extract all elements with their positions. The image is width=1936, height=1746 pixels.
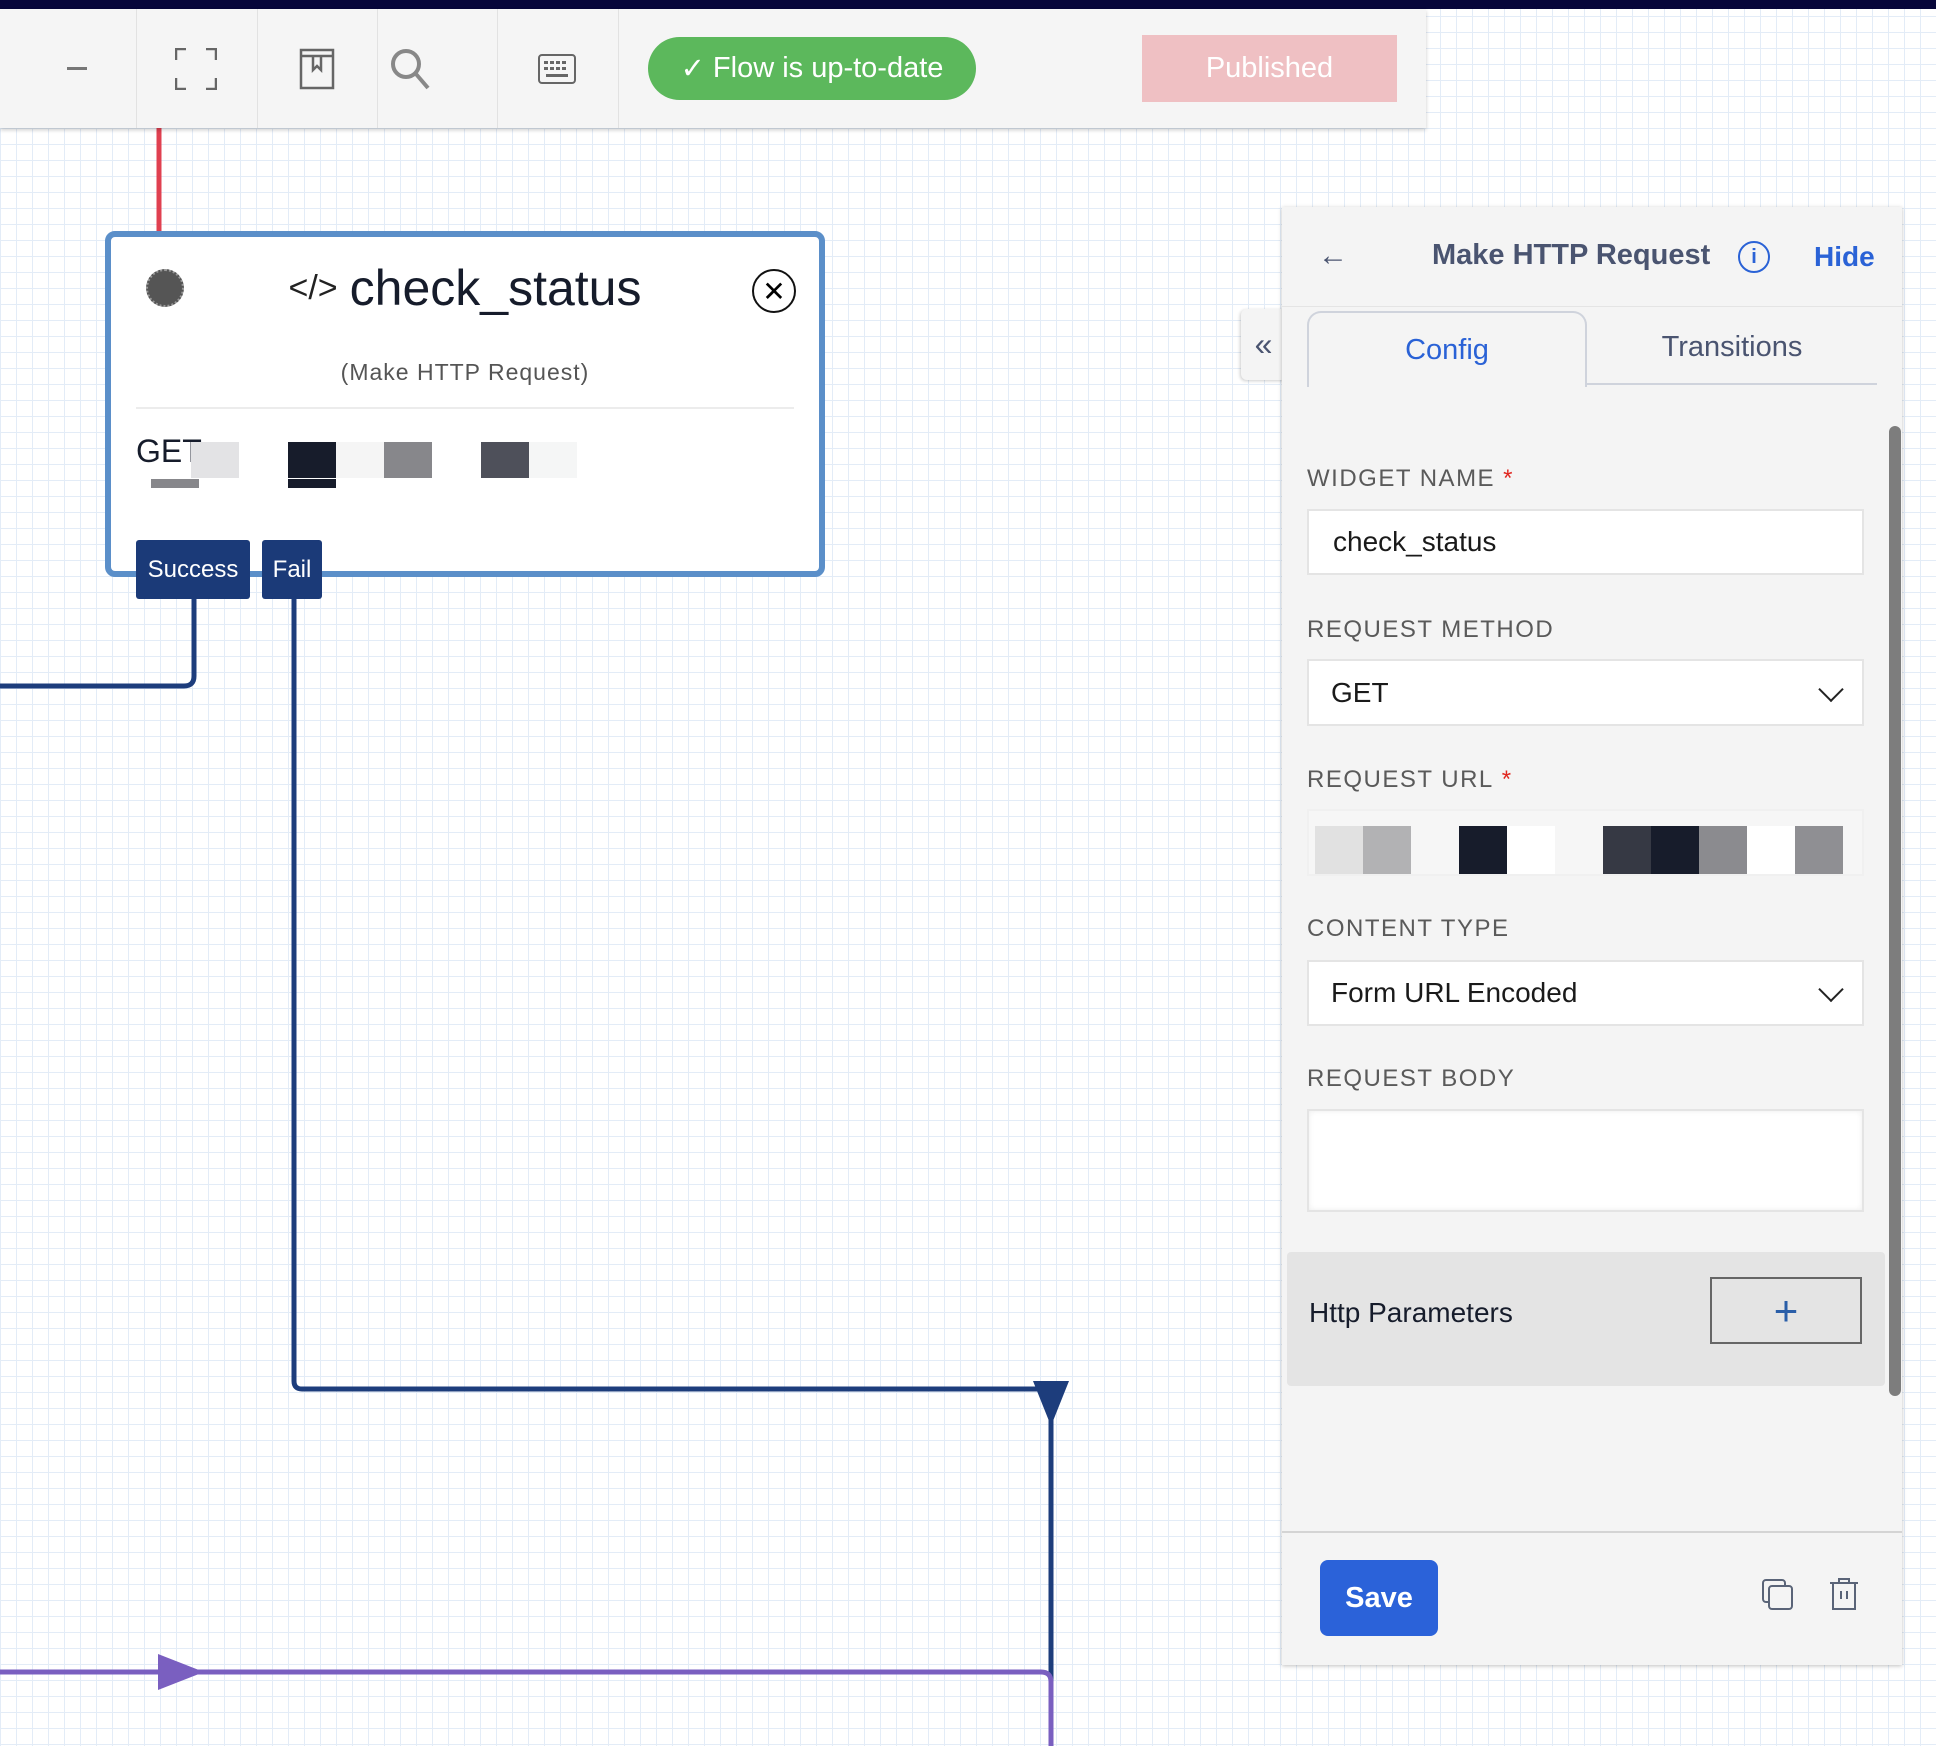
fail-connector (291, 599, 1054, 1746)
request-url-input[interactable] (1307, 809, 1864, 876)
success-connector (0, 599, 197, 689)
keyboard-icon (538, 54, 576, 84)
chevron-down-icon (1818, 976, 1844, 1003)
port-success[interactable]: Success (136, 540, 250, 599)
content-type-label: CONTENT TYPE (1307, 915, 1510, 942)
node-title: check_status (349, 260, 642, 316)
bookmark-button[interactable] (295, 47, 339, 91)
content-type-select[interactable]: Form URL Encoded (1307, 960, 1864, 1026)
keyboard-shortcuts-button[interactable] (535, 47, 579, 91)
node-method: GET (136, 433, 202, 469)
incoming-connector (0, 1669, 1054, 1746)
close-icon[interactable]: ✕ (752, 269, 796, 313)
canvas-toolbar: ✓Flow is up-to-date Published (0, 9, 1426, 128)
fullscreen-button[interactable] (174, 47, 218, 91)
search-icon (391, 49, 430, 90)
http-parameters-label: Http Parameters (1309, 1297, 1513, 1328)
redacted-url (151, 442, 611, 502)
http-parameters-section: Http Parameters + (1287, 1252, 1885, 1386)
chevron-down-icon (1818, 676, 1844, 702)
widget-config-panel: ← Make HTTP Request i Hide Config Transi… (1282, 207, 1902, 1665)
fullscreen-icon (175, 48, 217, 90)
hide-panel-link[interactable]: Hide (1814, 241, 1875, 272)
publish-button[interactable]: Published (1142, 35, 1397, 102)
tab-transitions[interactable]: Transitions (1587, 311, 1877, 385)
code-icon: </> (288, 268, 338, 307)
flow-status-badge: ✓Flow is up-to-date (648, 37, 976, 100)
panel-scrollbar[interactable] (1889, 426, 1901, 1396)
zoom-out-button[interactable] (55, 47, 99, 91)
request-body-textarea[interactable] (1307, 1109, 1864, 1212)
double-chevron-left-icon: « (1254, 326, 1273, 362)
collapse-panel-button[interactable]: « (1241, 309, 1286, 380)
port-fail[interactable]: Fail (262, 540, 322, 599)
request-url-label: REQUEST URL* (1307, 766, 1513, 793)
top-bar (0, 0, 1936, 9)
request-body-label: REQUEST BODY (1307, 1065, 1516, 1092)
bookmark-icon (299, 48, 335, 90)
minus-icon (67, 67, 87, 70)
request-method-label: REQUEST METHOD (1307, 616, 1555, 643)
arrow-right-icon (158, 1654, 204, 1690)
check-icon: ✓ (680, 53, 705, 85)
tab-config[interactable]: Config (1307, 311, 1587, 387)
search-button[interactable] (388, 47, 432, 91)
trash-icon[interactable] (1828, 1577, 1860, 1611)
duplicate-icon[interactable] (1762, 1579, 1794, 1611)
node-connector-dot[interactable] (146, 269, 184, 307)
back-arrow-icon[interactable]: ← (1318, 239, 1348, 272)
add-http-parameter-button[interactable]: + (1710, 1277, 1862, 1344)
arrow-down-icon (1033, 1381, 1069, 1426)
widget-name-label: WIDGET NAME* (1307, 465, 1514, 492)
request-method-select[interactable]: GET (1307, 659, 1864, 726)
panel-title: Make HTTP Request (1432, 239, 1711, 271)
node-divider (136, 407, 794, 409)
node-subtitle: (Make HTTP Request) (340, 359, 590, 385)
widget-node-check-status[interactable]: </> check_status ✕ (Make HTTP Request) G… (105, 231, 825, 577)
widget-name-input[interactable]: check_status (1307, 509, 1864, 575)
save-button[interactable]: Save (1320, 1560, 1438, 1636)
info-icon[interactable]: i (1738, 241, 1770, 273)
